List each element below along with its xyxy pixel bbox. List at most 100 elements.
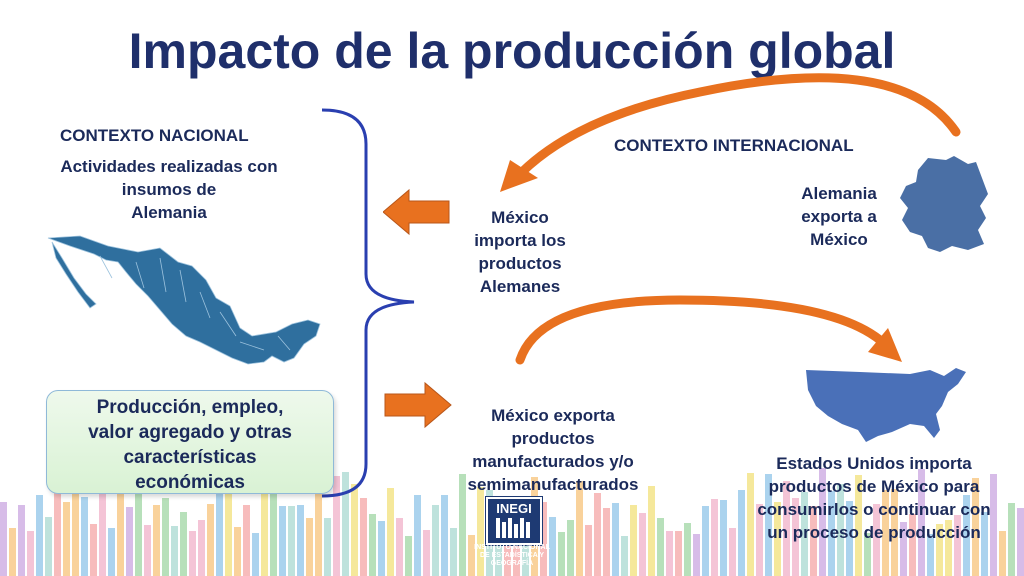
mexico-map-icon	[47, 235, 321, 365]
page-title: Impacto de la producción global	[128, 23, 896, 79]
mexico-exporta-text: México exporta productos manufacturados …	[467, 406, 639, 494]
decorative-bar	[342, 472, 349, 576]
decorative-bar	[171, 526, 178, 576]
decorative-bar	[855, 475, 862, 576]
actividades-text: Actividades realizadas con insumos de Al…	[60, 157, 278, 222]
decorative-bar	[180, 512, 187, 576]
decorative-bar	[414, 495, 421, 576]
decorative-bar	[981, 512, 988, 576]
decorative-bar	[297, 505, 304, 576]
decorative-bar	[216, 494, 223, 576]
decorative-bar	[576, 481, 583, 576]
decorative-bar	[405, 536, 412, 576]
decorative-bar	[936, 524, 943, 576]
decorative-bar	[234, 527, 241, 576]
inegi-logo: INEGI	[486, 497, 542, 545]
decorative-bar	[594, 493, 601, 576]
decorative-bar	[423, 530, 430, 576]
decorative-bar	[702, 506, 709, 576]
decorative-bar	[459, 474, 466, 576]
decorative-bar	[504, 525, 511, 576]
decorative-bar	[360, 498, 367, 576]
decorative-bar	[441, 495, 448, 576]
decorative-bar	[864, 533, 871, 576]
decorative-bar	[711, 499, 718, 576]
germany-map-icon	[900, 156, 988, 252]
decorative-bar	[972, 478, 979, 576]
decorative-bar	[54, 490, 61, 576]
decorative-bar	[63, 502, 70, 576]
decorative-bar	[99, 471, 106, 576]
decorative-bar	[810, 506, 817, 576]
decorative-bar	[9, 528, 16, 576]
decorative-bar	[990, 474, 997, 576]
decorative-bar	[135, 489, 142, 576]
decorative-bar	[666, 531, 673, 576]
decorative-bar	[837, 484, 844, 576]
inegi-subtitle: INSTITUTO NACIONAL DE ESTADÍSTICA Y GEOG…	[474, 544, 550, 567]
decorative-bar	[468, 535, 475, 576]
decorative-bar	[144, 525, 151, 576]
decorative-bar	[783, 481, 790, 576]
arrow-right-icon	[384, 381, 452, 429]
decorative-bar	[0, 502, 7, 576]
decorative-bar	[450, 528, 457, 576]
decorative-bar	[1008, 503, 1015, 576]
decorative-bar	[324, 518, 331, 576]
decorative-bar	[549, 517, 556, 576]
mexico-importa-text: México importa los productos Alemanes	[474, 208, 566, 296]
decorative-bar	[945, 520, 952, 576]
decorative-bar	[675, 531, 682, 576]
decorative-bar	[819, 468, 826, 576]
decorative-bar	[774, 502, 781, 576]
decorative-bar	[81, 497, 88, 576]
decorative-bar	[1017, 508, 1024, 576]
decorative-bar	[621, 536, 628, 576]
decorative-bar	[315, 484, 322, 576]
produccion-box: Producción, empleo, valor agregado y otr…	[46, 390, 334, 494]
decorative-bar	[882, 490, 889, 576]
decorative-bar	[639, 513, 646, 576]
decorative-bar	[351, 484, 358, 576]
decorative-bar	[684, 523, 691, 576]
decorative-bar	[558, 532, 565, 576]
decorative-bar	[387, 488, 394, 576]
decorative-bar	[432, 505, 439, 576]
decorative-bar	[954, 515, 961, 576]
decorative-bar	[378, 521, 385, 576]
decorative-bar	[162, 498, 169, 576]
decorative-bar	[630, 505, 637, 576]
decorative-bar	[27, 531, 34, 576]
decorative-bar	[846, 501, 853, 576]
decorative-bar	[495, 520, 502, 576]
decorative-bar	[18, 505, 25, 576]
decorative-bar	[738, 490, 745, 576]
contexto-internacional-header: CONTEXTO INTERNACIONAL	[614, 136, 854, 155]
decorative-bar	[477, 487, 484, 576]
decorative-bar	[900, 522, 907, 576]
alemania-exporta-text: Alemania exporta a México	[801, 184, 877, 249]
decorative-bar	[792, 498, 799, 576]
inegi-logo-name: INEGI	[496, 501, 532, 516]
decorative-bar	[612, 503, 619, 576]
decorative-bar	[828, 491, 835, 576]
decorative-bar	[252, 533, 259, 576]
brace	[321, 108, 415, 498]
arrow-left-icon	[383, 188, 450, 236]
decorative-bar	[36, 495, 43, 576]
decorative-bar	[90, 524, 97, 576]
decorative-bar	[747, 473, 754, 576]
decorative-bar	[918, 469, 925, 576]
decorative-bar	[891, 489, 898, 576]
decorative-bar	[693, 534, 700, 576]
decorative-bar	[369, 514, 376, 576]
decorative-bar	[603, 508, 610, 576]
decorative-bar	[45, 517, 52, 576]
decorative-bar	[801, 492, 808, 576]
decorative-bar	[927, 534, 934, 576]
contexto-nacional-header: CONTEXTO NACIONAL	[60, 126, 249, 145]
decorative-bar	[288, 506, 295, 576]
inegi-grid-icon	[496, 518, 530, 538]
decorative-bar	[117, 470, 124, 576]
